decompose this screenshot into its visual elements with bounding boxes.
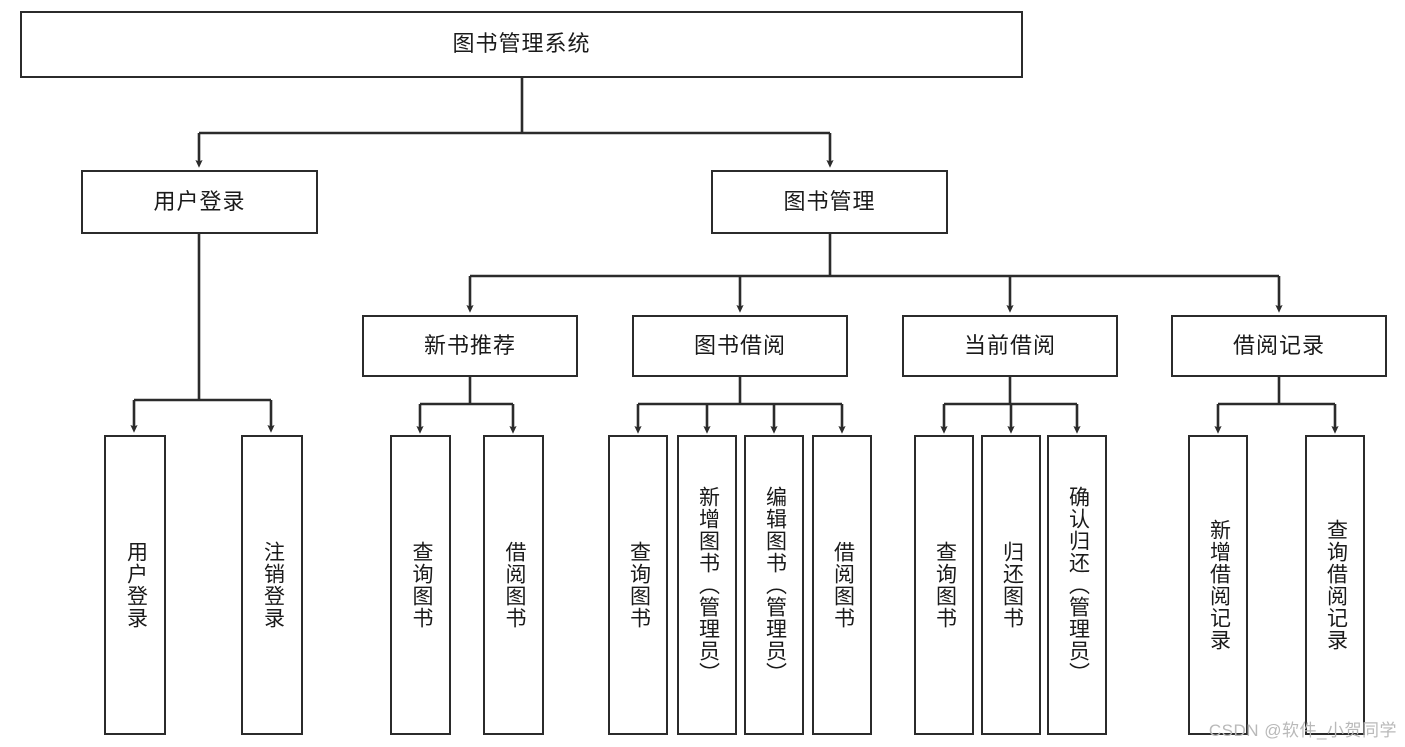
node-book-borrow[interactable]: 图书借阅 — [632, 315, 848, 377]
node-label: 借阅图书 — [502, 541, 526, 629]
node-leaf-edit-book[interactable]: 编辑图书（管理员） — [744, 435, 804, 735]
node-label: 图书管理系统 — [452, 31, 591, 57]
node-label: 查询图书 — [409, 541, 433, 629]
node-leaf-query-book-1[interactable]: 查询图书 — [390, 435, 451, 735]
node-current-borrow[interactable]: 当前借阅 — [902, 315, 1118, 377]
node-leaf-query-book-3[interactable]: 查询图书 — [914, 435, 974, 735]
node-label: 归还图书 — [1000, 541, 1024, 629]
node-leaf-confirm-return[interactable]: 确认归还（管理员） — [1047, 435, 1107, 735]
node-label: 新书推荐 — [423, 332, 516, 358]
node-label: 注销登录 — [261, 541, 285, 629]
node-label: 确认归还（管理员） — [1066, 486, 1090, 684]
node-label: 新增借阅记录 — [1207, 519, 1231, 651]
node-label: 用户登录 — [124, 541, 148, 629]
node-leaf-borrow-book-1[interactable]: 借阅图书 — [483, 435, 544, 735]
node-leaf-user-login[interactable]: 用户登录 — [104, 435, 166, 735]
node-label: 编辑图书（管理员） — [763, 486, 787, 684]
node-leaf-add-book[interactable]: 新增图书（管理员） — [677, 435, 737, 735]
node-user-login[interactable]: 用户登录 — [81, 170, 318, 234]
node-leaf-borrow-book-2[interactable]: 借阅图书 — [812, 435, 872, 735]
node-new-book-recommend[interactable]: 新书推荐 — [362, 315, 578, 377]
node-root-system[interactable]: 图书管理系统 — [20, 11, 1023, 78]
node-leaf-query-record[interactable]: 查询借阅记录 — [1305, 435, 1365, 735]
node-leaf-query-book-2[interactable]: 查询图书 — [608, 435, 668, 735]
node-label: 用户登录 — [153, 188, 246, 214]
node-label: 借阅记录 — [1232, 332, 1325, 358]
node-borrow-record[interactable]: 借阅记录 — [1171, 315, 1387, 377]
node-leaf-return-book[interactable]: 归还图书 — [981, 435, 1041, 735]
node-label: 查询图书 — [627, 541, 651, 629]
node-book-management[interactable]: 图书管理 — [711, 170, 948, 234]
node-label: 查询图书 — [933, 541, 957, 629]
node-leaf-logout-login[interactable]: 注销登录 — [241, 435, 303, 735]
node-label: 图书借阅 — [693, 332, 786, 358]
node-label: 借阅图书 — [831, 541, 855, 629]
node-label: 查询借阅记录 — [1324, 519, 1348, 651]
csdn-watermark: CSDN @软件_小贺同学 — [1208, 721, 1397, 740]
node-label: 新增图书（管理员） — [696, 486, 720, 684]
node-leaf-add-record[interactable]: 新增借阅记录 — [1188, 435, 1248, 735]
node-label: 当前借阅 — [963, 332, 1056, 358]
node-label: 图书管理 — [783, 188, 876, 214]
